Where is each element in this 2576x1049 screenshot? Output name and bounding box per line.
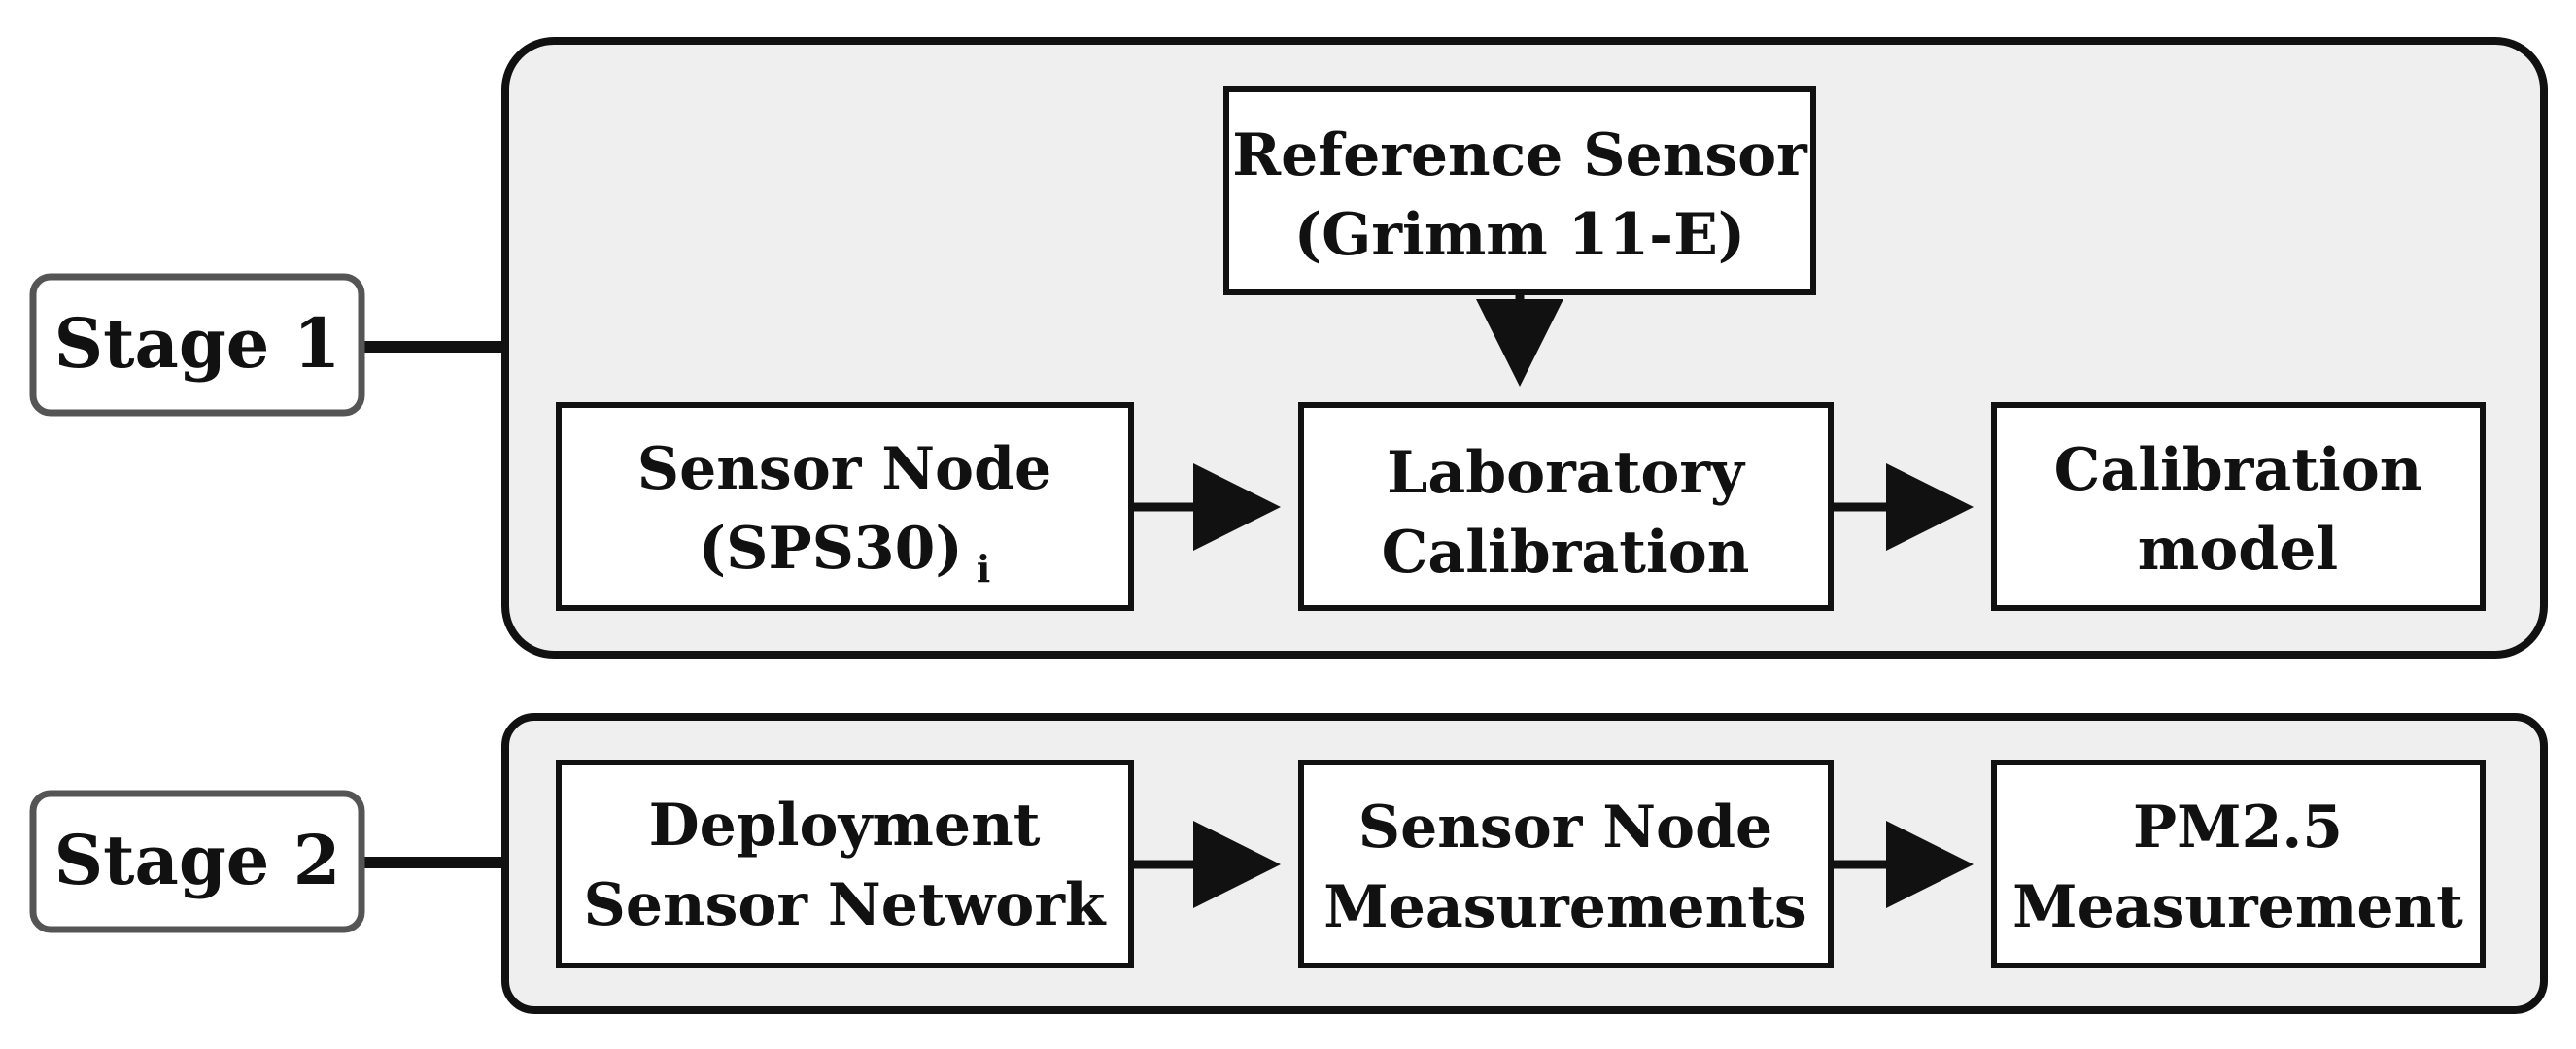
deployment-box: Deployment Sensor Network	[556, 760, 1134, 968]
deployment-line1: Deployment	[649, 792, 1041, 860]
calibration-model-line1: Calibration	[2054, 436, 2422, 504]
sensor-node-box: Sensor Node (SPS30) i	[556, 402, 1134, 611]
reference-sensor-box: Reference Sensor (Grimm 11-E)	[1223, 86, 1816, 295]
calibration-model-line2: model	[2138, 516, 2338, 584]
laboratory-calibration-box: Laboratory Calibration	[1298, 402, 1834, 611]
stage-2-label-box: Stage 2	[29, 790, 365, 933]
sensor-node-line2-group: (SPS30) i	[699, 515, 991, 591]
measurements-box: Sensor Node Measurements	[1298, 760, 1834, 968]
laboratory-calibration-line1: Laboratory	[1387, 439, 1746, 507]
stage-2-group: Stage 2 Deployment Sensor Network Sensor…	[29, 713, 2548, 1014]
pm25-line1: PM2.5	[2133, 794, 2343, 862]
sensor-node-subscript: i	[977, 547, 990, 591]
stage-1-group: Stage 1 Reference Sensor (Grimm 11-E) Se…	[29, 37, 2548, 659]
measurements-line2: Measurements	[1323, 873, 1806, 941]
reference-sensor-line2: (Grimm 11-E)	[1294, 201, 1745, 269]
measurements-line1: Sensor Node	[1358, 794, 1772, 862]
stage-2-label: Stage 2	[54, 820, 341, 900]
sensor-node-line1: Sensor Node	[637, 435, 1051, 503]
deployment-line2: Sensor Network	[583, 871, 1106, 939]
laboratory-calibration-line2: Calibration	[1382, 519, 1750, 587]
stage-1-label-box: Stage 1	[29, 273, 365, 417]
reference-sensor-line1: Reference Sensor	[1232, 121, 1808, 189]
pm25-line2: Measurement	[2012, 873, 2463, 941]
pm25-box: PM2.5 Measurement	[1991, 760, 2486, 968]
calibration-model-box: Calibration model	[1991, 402, 2486, 611]
sensor-node-line2: (SPS30)	[699, 515, 963, 583]
stage-1-label: Stage 1	[54, 303, 341, 384]
